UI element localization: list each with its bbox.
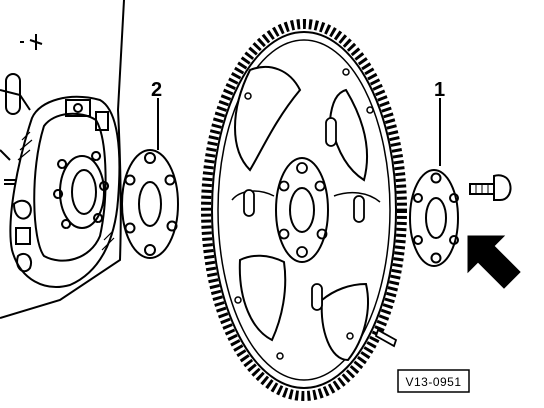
callout-label-1: 1 bbox=[434, 79, 445, 101]
arrow-icon bbox=[467, 235, 521, 289]
figure-reference-box: V13-0951 bbox=[397, 369, 470, 393]
bolt bbox=[469, 174, 512, 201]
flywheel bbox=[201, 19, 407, 401]
figure-reference-number: V13-0951 bbox=[405, 375, 461, 389]
shim-plate-part-1 bbox=[409, 169, 459, 267]
engine-block-hatching bbox=[17, 131, 115, 251]
callout-label-2: 2 bbox=[151, 79, 162, 101]
spacer-plate-part-2 bbox=[121, 149, 179, 259]
engine-block bbox=[0, 0, 125, 319]
